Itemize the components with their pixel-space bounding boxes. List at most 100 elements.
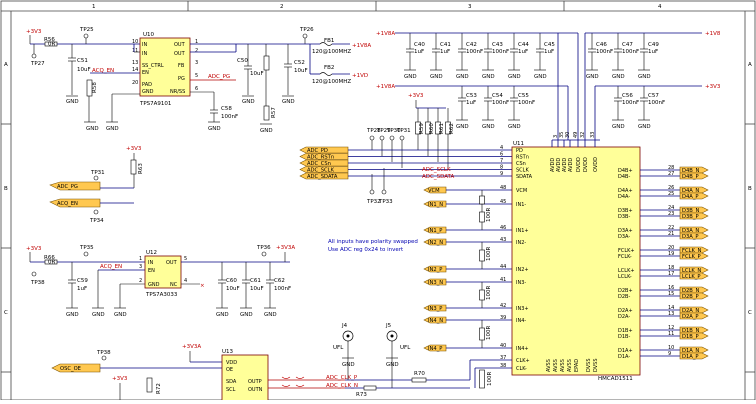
- input-res-4-val: 100R: [486, 326, 492, 340]
- c49-ref: C49: [648, 42, 659, 48]
- c57-val: 100nF: [648, 100, 665, 106]
- gnd-u12: GND: [114, 312, 127, 318]
- u13-pin-outp: OUTP: [248, 379, 262, 385]
- c55-val: 100nF: [518, 100, 535, 106]
- clock-termination: 100R: [479, 369, 493, 389]
- gnd-acq: GND: [92, 312, 105, 318]
- input-res-1-val: 100R: [486, 208, 492, 222]
- u11-pin-in3n: IN3-: [516, 280, 526, 286]
- flag-osc-oe-label: OSC_OE: [60, 366, 81, 372]
- tp37-label: TP38: [30, 280, 45, 286]
- u11-pin-d1bp: D1B+: [618, 328, 633, 334]
- flag-d1b-p-label: D1B_P: [682, 334, 699, 340]
- border-row-b-right: B: [748, 186, 752, 192]
- u11-pinnum-44: 44: [500, 264, 506, 270]
- gnd-u10: GND: [106, 126, 119, 132]
- u11-part: HMCAD1511: [598, 376, 633, 382]
- u11-pin-lclkn: LCLK-: [618, 274, 632, 280]
- flag-adc-rstn-label: ADC_RSTn: [307, 155, 334, 161]
- u11-top-pinnum-33: 33: [590, 132, 596, 138]
- cap-bank-mid: C531uFGNDC54100nFGNDC55100nFGNDC56100nFG…: [456, 86, 665, 130]
- c60-ref: C60: [226, 278, 237, 284]
- gnd-r58: GND: [86, 126, 99, 132]
- u12-part: TPS7A3033: [145, 292, 178, 298]
- resistor-r62: R62: [445, 108, 455, 168]
- u11-pin-in1p: IN1+: [516, 228, 529, 234]
- c60-val: 10uF: [226, 286, 240, 292]
- u11-pinnum-27: 27: [668, 171, 674, 177]
- gnd-c42: GND: [456, 74, 469, 80]
- flag-d1a-n-label: D1A_N: [682, 348, 699, 354]
- u11-pin-fclkp: FCLK+: [618, 248, 635, 254]
- u11-top-pin-1: AVDD: [556, 158, 562, 172]
- c49-val: 1uF: [648, 49, 658, 55]
- test-point-tp28: TP28: [366, 128, 381, 150]
- tp34-label: TP34: [89, 218, 104, 224]
- u11-pinnum-21: 21: [668, 231, 674, 237]
- u11-pin-d4bp: D4B+: [618, 168, 633, 174]
- flag-adc-sdata-label: ADC_SDATA: [307, 174, 338, 180]
- power-label-3v3-c: +3V3: [126, 146, 142, 152]
- u10-pinnum-6: 6: [195, 86, 198, 92]
- u11-top-pin-6: OVDD: [593, 157, 599, 172]
- input-termination-1: 100R: [479, 204, 492, 230]
- flag-d4a-p: D4A_P: [679, 192, 709, 200]
- power-label-3v3-e: +3V3: [112, 376, 128, 382]
- c56-ref: C56: [622, 93, 633, 99]
- u11-pinnum-46: 46: [500, 225, 506, 231]
- gnd-c47: GND: [612, 74, 625, 80]
- flag-in4-p-label: IN4_P: [428, 346, 442, 352]
- u12-pin-nc: NC: [170, 282, 178, 288]
- u11-bottom-pin-1: AVSS: [553, 359, 559, 372]
- u11-bottom-pin-2: AVSS: [560, 359, 566, 372]
- flag-acq-en-label: ACQ_EN: [57, 201, 78, 207]
- test-point-tp30: TP30: [386, 128, 401, 162]
- u11-pin-d1bn: D1B-: [618, 334, 630, 340]
- r61-ref: R61: [439, 123, 445, 134]
- power-label-1v8a-top: +1V8A: [352, 43, 371, 49]
- flag-d3a-p: D3A_P: [679, 232, 709, 240]
- r62-ref: R62: [449, 123, 455, 134]
- input-res-3-val: 100R: [486, 286, 492, 300]
- u12-pin-gnd: GND: [148, 282, 160, 288]
- c43-val: 100nF: [492, 49, 509, 55]
- gnd-c55: GND: [508, 124, 521, 130]
- flag-d2b-p: D2B_P: [679, 292, 709, 300]
- c62-ref: C62: [274, 278, 285, 284]
- u11-bottom-pin-5: DVSS: [586, 358, 592, 372]
- gnd-c46: GND: [586, 74, 599, 80]
- c53-val: 1uF: [466, 100, 476, 106]
- flag-d4b-p-label: D4B_P: [682, 174, 699, 180]
- flag-d2a-n-label: D2A_N: [682, 308, 699, 314]
- input-res-2-val: 100R: [486, 247, 492, 261]
- u12-pinnum-2: 2: [139, 278, 142, 284]
- flag-adc-csn-label: ADC_CSn: [307, 161, 331, 167]
- c61-val: 10uF: [250, 286, 264, 292]
- u10-pin-out1: OUT: [174, 42, 186, 48]
- u11-pinnum-7: 7: [500, 158, 503, 164]
- r58-ref: R58: [92, 82, 98, 93]
- note-line-2: Use ADC reg 0x24 to invert: [328, 247, 404, 253]
- r56-val: 0R: [48, 42, 55, 48]
- flag-d3b-n: D3B_N: [679, 206, 709, 214]
- r59-ref: R59: [419, 123, 425, 134]
- fb2-ref: FB2: [324, 65, 334, 71]
- c52-ref: C52: [294, 60, 305, 66]
- u10-pin-pg: PG: [178, 76, 185, 82]
- c41-ref: C41: [440, 42, 451, 48]
- c46-ref: C46: [596, 42, 607, 48]
- u10-pinnum-3: 3: [195, 60, 198, 66]
- power-label-1v8a-l2: +1V8A: [376, 84, 395, 90]
- c42-ref: C42: [466, 42, 477, 48]
- u11-bottom-pin-4: EPAD: [574, 359, 580, 372]
- gnd-c40: GND: [404, 74, 417, 80]
- u10-pin-in1: IN: [142, 42, 147, 48]
- u11-pin-fclkn: FCLK-: [618, 254, 632, 260]
- analog-input-flags: VCMIN1_NIN1_PIN2_NIN2_PIN3_NIN3_PIN4_NIN…: [423, 186, 512, 389]
- flag-adc-sdata: ADC_SDATA: [299, 172, 512, 180]
